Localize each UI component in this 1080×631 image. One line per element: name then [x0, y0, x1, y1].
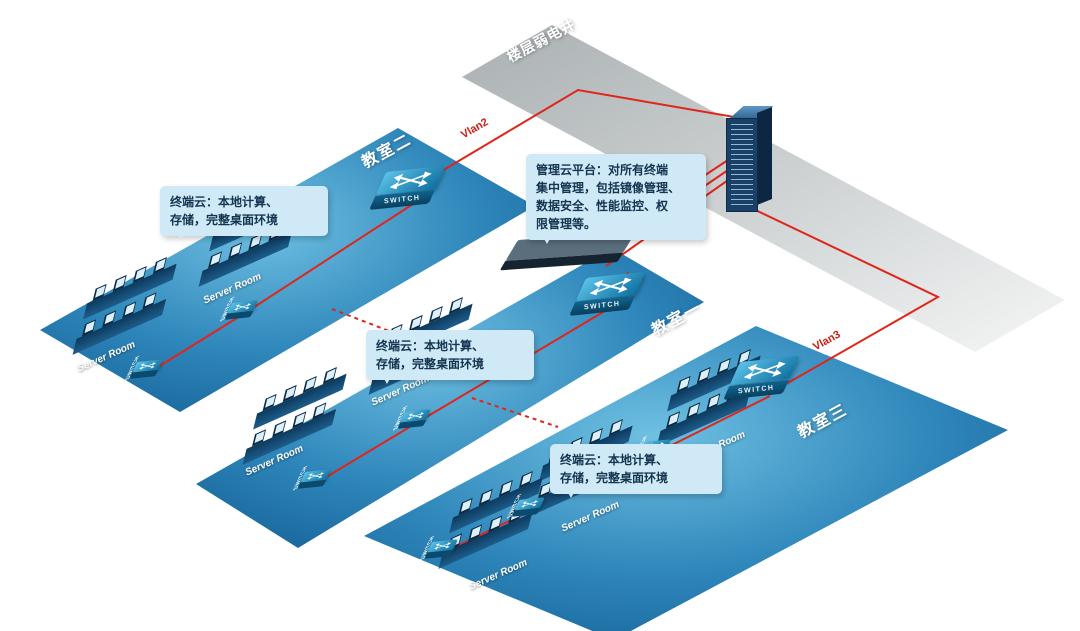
callout-text: 管理云平台：对所有终端 集中管理，包括镜像管理、 数据安全、性能监控、权 限管理… [536, 163, 681, 231]
callout-terminal-cloud-1: 终端云：本地计算、 存储，完整桌面环境 [160, 186, 328, 240]
vlan3-link [744, 204, 941, 393]
callout-text: 终端云：本地计算、 存储，完整桌面环境 [560, 453, 669, 485]
server-rack-front [726, 118, 758, 212]
callout-terminal-cloud-3: 终端云：本地计算、 存储，完整桌面环境 [550, 444, 722, 498]
callout-management-platform: 管理云平台：对所有终端 集中管理，包括镜像管理、 数据安全、性能监控、权 限管理… [526, 154, 706, 244]
interlink-dotted-2 [471, 397, 559, 428]
vlan2-link [419, 88, 741, 185]
server-rack [726, 106, 778, 214]
interlink-dotted-1 [331, 308, 429, 347]
callout-text: 终端云：本地计算、 存储，完整桌面环境 [170, 195, 279, 227]
server-rack-side [757, 106, 772, 205]
callout-terminal-cloud-2: 终端云：本地计算、 存储，完整桌面环境 [366, 330, 534, 384]
callout-text: 终端云：本地计算、 存储，完整桌面环境 [376, 339, 485, 371]
